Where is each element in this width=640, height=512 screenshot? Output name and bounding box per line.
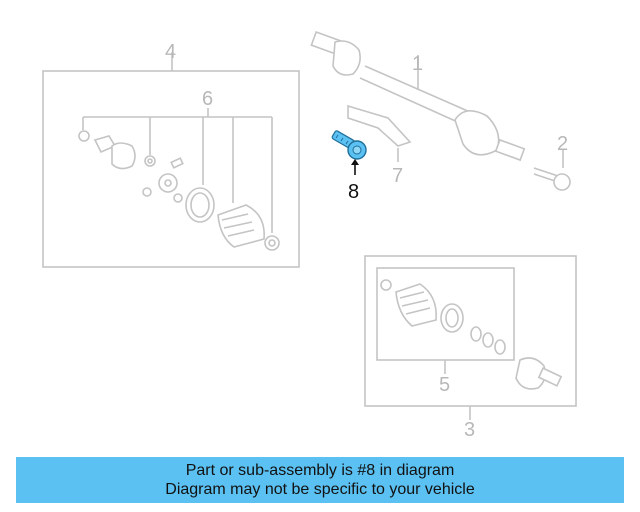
callout-8: 8 [348, 181, 359, 203]
bolt-2 [533, 150, 571, 191]
info-banner: Part or sub-assembly is #8 in diagram Di… [16, 457, 624, 503]
bracket-7 [347, 104, 412, 162]
assembly-box-4 [42, 70, 300, 268]
callout-2: 2 [557, 133, 568, 155]
assembly-box-3 [364, 255, 577, 407]
box-3-parts [380, 279, 563, 390]
banner-line-1: Part or sub-assembly is #8 in diagram [185, 462, 455, 479]
callout-5: 5 [439, 374, 450, 396]
axle-shaft [310, 30, 526, 162]
highlighted-bolt-8 [331, 130, 367, 175]
banner-line-2: Diagram may not be specific to your vehi… [165, 481, 475, 498]
callout-4: 4 [165, 41, 176, 63]
callout-1: 1 [412, 53, 423, 75]
callout-3: 3 [464, 419, 475, 441]
callout-6: 6 [202, 88, 213, 110]
callout-7: 7 [392, 165, 403, 187]
callout-6-leaders [82, 108, 273, 233]
box-4-parts [78, 130, 280, 251]
